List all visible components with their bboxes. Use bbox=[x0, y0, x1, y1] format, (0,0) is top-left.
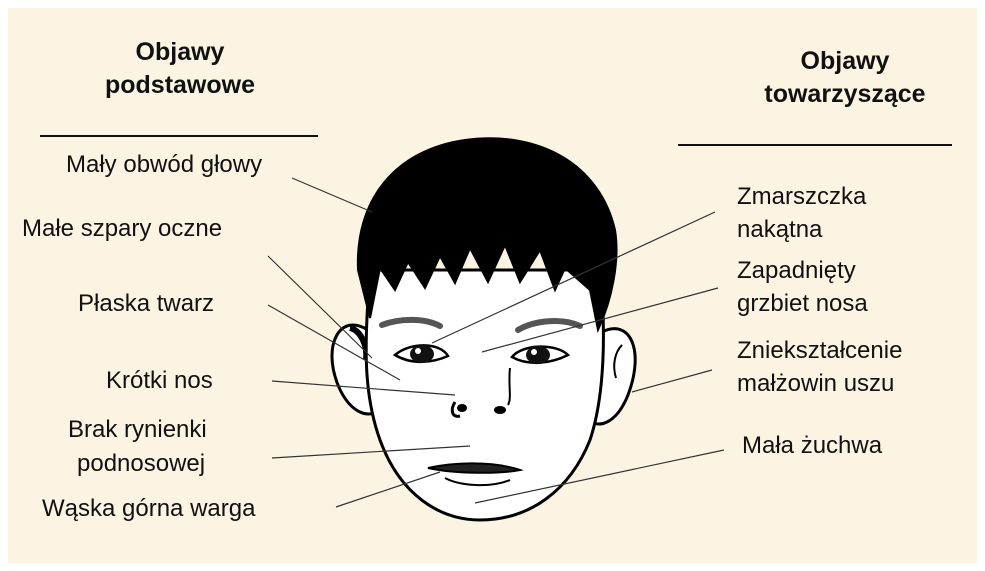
face-outline bbox=[366, 270, 603, 520]
label-flat-nasal-bridge-line1: Zapadnięty bbox=[737, 256, 856, 286]
label-ear-deformation-line1: Zniekształcenie bbox=[737, 336, 902, 366]
label-philtrum-line1: Brak rynienki bbox=[68, 415, 207, 445]
label-flat-nasal-bridge-line2: grzbiet nosa bbox=[737, 289, 868, 319]
label-flat-face: Płaska twarz bbox=[78, 289, 214, 319]
label-epicanthic-fold-line2: nakątna bbox=[737, 215, 822, 245]
label-philtrum-line2: podnosowej bbox=[77, 449, 205, 479]
label-thin-upper-lip: Wąska górna warga bbox=[42, 494, 255, 524]
label-ear-deformation-line2: małżowin uszu bbox=[737, 369, 894, 399]
label-small-eye-openings: Małe szpary oczne bbox=[22, 214, 222, 244]
label-epicanthic-fold-line1: Zmarszczka bbox=[737, 182, 866, 212]
label-short-nose: Krótki nos bbox=[106, 366, 213, 396]
label-small-head-circumference: Mały obwód głowy bbox=[66, 150, 262, 180]
label-small-jaw: Mała żuchwa bbox=[742, 431, 882, 461]
